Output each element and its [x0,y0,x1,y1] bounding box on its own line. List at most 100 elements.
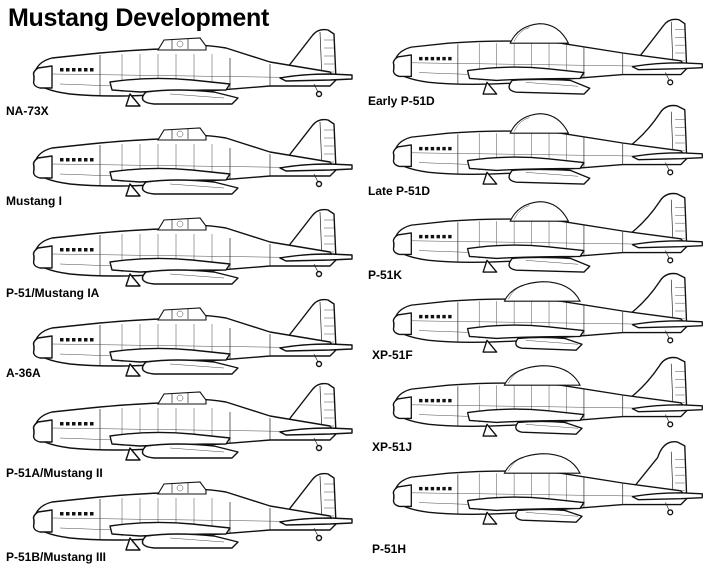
exhaust-stack [442,146,446,151]
radiator-scoop [515,420,583,435]
main-gear-door [482,423,498,437]
exhaust-stack [66,158,70,162]
tail-wheel [667,257,674,264]
tail-wheel-strut [313,83,319,93]
wing-root [466,324,585,340]
tail-wheel [315,360,323,368]
canopy-frame [171,218,189,229]
exhaust-stack [60,158,64,162]
radiator-scoop [141,359,239,375]
exhaust-stack [84,158,88,162]
bubble-canopy [509,23,570,44]
tail-wheel-strut [665,72,670,81]
scoop-panel-line [525,424,579,429]
aircraft-drawing-p-51k [392,192,703,273]
pilot-headrest-mark [176,40,184,48]
propeller-spinner [392,144,413,168]
exhaust-stack [419,486,423,491]
aircraft-drawing-p-51b-mustang-iii [32,472,353,551]
variant-label-na-73x: NA-73X [6,104,49,118]
exhaust-stack [448,314,452,319]
exhaust-stack [448,234,452,239]
razorback-canopy [157,391,207,405]
fuselage [33,398,337,451]
exhaust-stack [60,248,64,252]
horizontal-stabilizer [631,320,703,329]
pilot-headrest-mark [176,394,184,402]
exhaust-stack [419,398,423,403]
exhaust-stack [442,398,446,403]
tail-wheel [667,169,674,176]
main-gear-door [482,259,498,273]
tail-wheel-strut [665,162,670,171]
horizontal-stabilizer [631,152,703,161]
main-gear-door [482,511,498,525]
exhaust-stack [66,248,70,252]
wing-root [466,408,585,424]
horizontal-stabilizer [631,240,703,249]
scoop-panel-line [169,537,225,543]
exhaust-stack [436,146,440,151]
propeller-spinner [32,419,53,443]
propeller-spinner [32,155,53,179]
exhaust-stack [66,338,70,342]
exhaust-stack [442,314,446,319]
exhaust-stack [90,158,94,162]
exhaust-stack [60,338,64,342]
exhaust-stack [419,146,423,151]
tail-wheel [667,79,674,86]
exhaust-stack [90,338,94,342]
exhaust-stack [78,338,82,342]
pilot-headrest-mark [176,310,184,318]
exhaust-stack [419,314,423,319]
exhaust-stack [78,248,82,252]
fuselage [33,134,337,187]
main-gear-door [125,447,141,461]
fuselage [33,488,337,541]
exhaust-stack [72,512,76,516]
exhaust-stack [430,486,435,491]
main-gear-door [125,183,141,197]
razorback-canopy [157,481,207,495]
razorback-canopy [157,37,207,51]
exhaust-stack [72,158,76,162]
exhaust-stack [448,146,452,151]
aircraft-drawing-p-51h [392,441,703,525]
exhaust-stack [436,398,440,403]
exhaust-stack [448,486,452,491]
aircraft-drawing-xp-51j [392,356,703,437]
exhaust-stack [430,146,435,151]
exhaust-stack [90,422,94,426]
propeller-spinner [32,65,53,89]
variant-label-mustang-i: Mustang I [6,194,62,208]
main-gear-door [125,537,141,551]
aircraft-drawing-p-51a-mustang-ii [32,382,353,461]
wing-root [466,496,585,512]
exhaust-stack [430,56,435,61]
fuselage [393,470,688,515]
bubble-canopy [509,113,570,134]
radiator-scoop [508,256,591,273]
tail-wheel-strut [665,414,670,423]
bubble-canopy [503,281,581,302]
radiator-scoop [141,89,239,105]
exhaust-stack [60,512,64,516]
radiator-scoop [508,168,591,185]
scoop-panel-line [525,260,579,265]
windscreen-frame [513,27,530,42]
propeller-spinner [32,509,53,533]
bubble-canopy [503,453,581,474]
exhaust-stack [424,56,429,61]
aircraft-drawing-late-p-51d [392,104,703,185]
propeller-spinner [392,54,413,78]
scoop-panel-line [169,363,225,369]
fuselage [393,40,688,85]
radiator-scoop [515,508,583,523]
exhaust-stack [78,158,82,162]
exhaust-stack [84,338,88,342]
tail-wheel-strut [665,330,670,339]
aircraft-drawing-na-73x [32,28,353,107]
bubble-canopy [509,201,570,222]
propeller-spinner [392,484,413,508]
tail-wheel-strut [313,527,319,537]
